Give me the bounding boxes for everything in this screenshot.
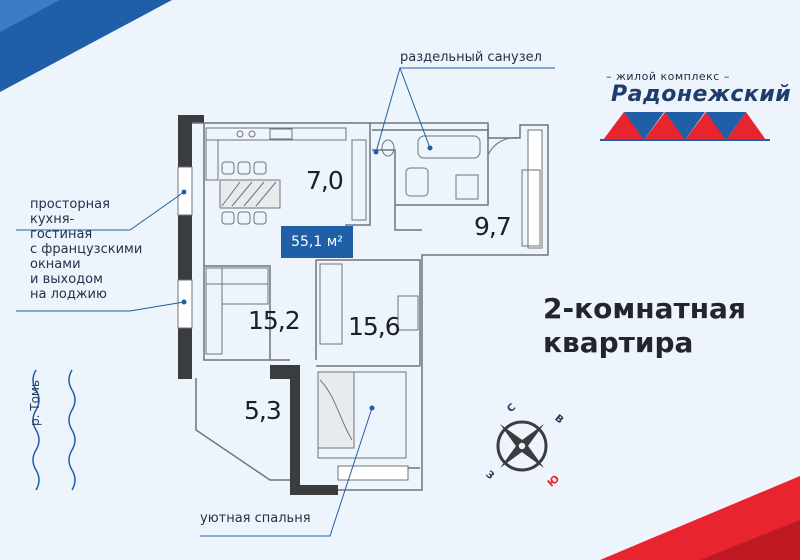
callout-kitchen-line: окнами (30, 257, 81, 272)
corner-triangle-top-left (0, 0, 172, 92)
headline-line-1: 2-комнатная (543, 292, 746, 325)
callout-kitchen-line: просторная (30, 197, 110, 212)
corner-triangle-bottom-right-dark (700, 520, 800, 560)
headline-line-2: квартира (543, 326, 694, 359)
room-area-living: 15,2 (248, 306, 301, 335)
callout-lines (16, 67, 555, 537)
callout-bedroom: уютная спальня (200, 511, 311, 526)
callout-kitchen-line: с французскими (30, 242, 143, 257)
logo-tagline: – жилой комплекс – (606, 70, 730, 83)
corner-triangle-top-left-light (0, 0, 60, 32)
callout-kitchen-line: и выходом (30, 272, 103, 287)
bathroom-fixtures (381, 135, 521, 200)
compass-rose (496, 420, 548, 472)
callout-kitchen-line: на лоджию (30, 287, 107, 302)
river-waves (32, 369, 76, 491)
logo-mark (600, 112, 770, 141)
logo-name: Радонежский (611, 82, 792, 107)
river-label: р. Томь (28, 379, 42, 426)
callout-kitchen-line: гостиная (30, 227, 93, 242)
callout-kitchen: просторная кухня- гостиная с французским… (30, 197, 142, 302)
callout-bathroom: раздельный санузел (400, 50, 542, 65)
total-area-badge: 55,1 м² (281, 226, 353, 258)
kitchen-counter (205, 127, 367, 221)
room-area-loggia: 5,3 (244, 396, 282, 425)
room-area-bath: 9,7 (474, 212, 512, 241)
room-area-kitchen: 7,0 (306, 166, 344, 195)
dining-table (219, 161, 281, 225)
room-area-bedroom: 15,6 (348, 312, 401, 341)
bedroom-furniture (317, 263, 419, 459)
corner-triangle-bottom-right (600, 476, 800, 560)
sofa (205, 267, 269, 355)
plan-outline (192, 122, 549, 491)
hall-shelf (521, 169, 541, 247)
callout-dots (181, 145, 433, 411)
headline: 2-комнатная квартира (543, 292, 746, 360)
callout-kitchen-line: кухня- (30, 212, 75, 227)
